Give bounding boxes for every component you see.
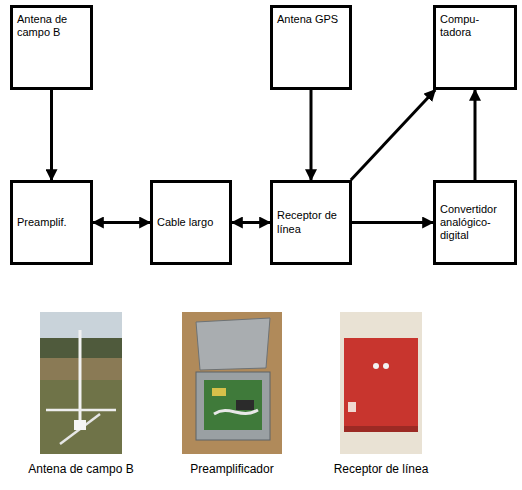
process-box: Antena GPS [270,5,352,90]
connector-arrow [310,90,313,180]
process-box: Compu- tadora [433,5,517,90]
connector-arrow [93,221,150,224]
photo-caption: Receptor de línea [334,462,429,476]
photo-table [182,312,282,454]
box-label: Receptor de línea [277,209,345,235]
process-box: Cable largo [150,180,232,265]
component [212,388,226,396]
connector-arrow [232,221,270,224]
receiver-knob [383,363,389,369]
cable [214,410,258,414]
box-label: Convertidor analógico-digital [440,203,510,243]
box-label: Cable largo [157,216,225,229]
photo-caption: Preamplificador [190,462,273,476]
connector-arrow [50,90,53,180]
connector-arrow [351,90,435,180]
connector-arrow [474,90,477,180]
circuit-board [204,380,262,430]
receiver-knob [373,363,379,369]
photo-caption: Antena de campo B [28,462,133,476]
photo-background [340,312,422,454]
antenna-photo [40,312,122,454]
box-lid [196,318,270,370]
box-label: Compu- tadora [440,13,510,39]
preamp-photo [182,312,282,454]
antenna-base [74,420,86,430]
process-box: Receptor de línea [270,180,352,265]
photo-sky [40,312,122,454]
process-box: Convertidor analógico-digital [433,180,517,265]
box-label: Antena GPS [277,13,345,26]
receiver-box [344,338,418,426]
receiver-logo [348,402,356,412]
box-body [196,372,270,440]
process-box: Antena de campo B [10,5,93,90]
box-label: Preamplif. [17,216,86,229]
process-box: Preamplif. [10,180,93,265]
component [236,400,254,410]
antenna-pole [79,330,82,428]
box-label: Antena de campo B [17,13,86,39]
antenna-bar [60,414,100,444]
antenna-bar [46,409,116,412]
connector-arrow [352,221,433,224]
receiver-photo [340,312,422,454]
receiver-box-edge [344,426,418,432]
